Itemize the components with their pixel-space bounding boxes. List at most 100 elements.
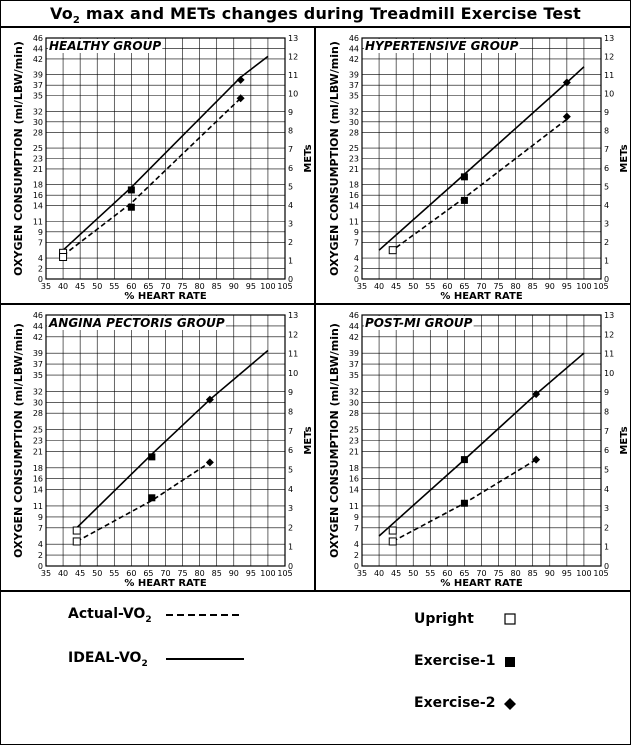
y-tick-label: 0 [354, 562, 359, 571]
y2-tick-label: 8 [604, 127, 609, 136]
y-tick-label: 2 [354, 265, 359, 274]
x-tick-label: 100 [260, 282, 275, 291]
y-tick-label: 37 [349, 360, 359, 369]
y2-tick-label: 9 [288, 108, 293, 117]
y-tick-label: 18 [33, 181, 43, 190]
y2-tick-label: 4 [288, 485, 293, 494]
figure-title: Vo2 max and METs changes during Treadmil… [0, 4, 631, 26]
y2-tick-label: 10 [604, 90, 614, 99]
x-axis-label: % HEART RATE [440, 578, 522, 589]
y-tick-label: 44 [349, 322, 359, 331]
plot-area-border [361, 314, 602, 567]
y-tick-label: 42 [33, 55, 43, 64]
x-tick-label: 80 [195, 282, 205, 291]
x-tick-label: 65 [459, 569, 469, 578]
panel-title: POST-MI GROUP [365, 316, 473, 330]
y-tick-label: 39 [33, 349, 43, 358]
x-tick-label: 75 [493, 282, 503, 291]
y2-tick-label: 13 [288, 311, 298, 320]
legend-upright-marker [504, 613, 516, 625]
x-tick-label: 70 [476, 282, 486, 291]
exercise1-marker [460, 196, 468, 204]
x-tick-label: 40 [58, 569, 68, 578]
x-tick-label: 100 [260, 569, 275, 578]
series-line-ideal-vo2 [378, 352, 585, 537]
y-tick-label: 32 [349, 387, 359, 396]
y-tick-label: 30 [33, 398, 43, 407]
x-tick-label: 90 [229, 282, 239, 291]
x-axis-label: % HEART RATE [124, 578, 206, 589]
x-tick-label: 50 [408, 569, 418, 578]
y2-tick-label: 10 [288, 369, 298, 378]
y-tick-label: 11 [349, 502, 359, 511]
y-tick-label: 2 [354, 551, 359, 560]
y-tick-label: 25 [349, 144, 359, 153]
y-tick-label: 7 [354, 238, 359, 247]
y2-tick-label: 2 [288, 523, 293, 532]
x-tick-label: 40 [374, 569, 384, 578]
x-tick-label: 85 [212, 282, 222, 291]
y2-tick-label: 3 [288, 219, 293, 228]
y-tick-label: 23 [349, 155, 359, 164]
exercise2-marker [236, 94, 245, 103]
x-tick-label: 55 [109, 282, 119, 291]
y-tick-label: 37 [33, 360, 43, 369]
exercise1-marker [148, 453, 156, 461]
y2-tick-label: 10 [604, 369, 614, 378]
x-tick-label: 45 [75, 569, 85, 578]
y-tick-label: 30 [349, 118, 359, 127]
exercise1-marker [460, 456, 468, 464]
y-tick-label: 46 [349, 34, 359, 43]
y2-tick-label: 11 [604, 71, 614, 80]
y2-axis-label: METs [303, 144, 314, 172]
x-tick-label: 85 [212, 569, 222, 578]
legend-exercise2-label: Exercise-2 [414, 695, 496, 711]
exercise1-marker [127, 203, 135, 211]
y-tick-label: 7 [354, 524, 359, 533]
plot-area-border [45, 314, 286, 567]
y-tick-label: 16 [349, 191, 359, 200]
x-tick-label: 60 [126, 569, 136, 578]
y-tick-label: 16 [33, 475, 43, 484]
y-tick-label: 14 [349, 486, 359, 495]
legend-exercise1-marker [505, 657, 515, 667]
y-tick-label: 7 [38, 524, 43, 533]
y2-tick-label: 5 [288, 465, 293, 474]
x-tick-label: 55 [425, 282, 435, 291]
y-tick-label: 14 [33, 202, 43, 211]
x-tick-label: 45 [391, 282, 401, 291]
y-tick-label: 23 [33, 155, 43, 164]
y-tick-label: 0 [38, 562, 43, 571]
y-tick-label: 32 [33, 387, 43, 396]
x-tick-label: 85 [528, 282, 538, 291]
y2-tick-label: 5 [604, 182, 609, 191]
panel-title-background [47, 316, 226, 330]
y-tick-label: 0 [354, 275, 359, 284]
legend-actual-label: Actual-VO2 [68, 606, 152, 625]
series-line-ideal-vo2 [378, 66, 585, 251]
y-tick-label: 44 [349, 44, 359, 53]
y-tick-label: 35 [349, 371, 359, 380]
y2-tick-label: 7 [288, 145, 293, 154]
x-tick-label: 80 [511, 569, 521, 578]
y-tick-label: 37 [33, 81, 43, 90]
y2-tick-label: 12 [288, 53, 298, 62]
series-line-actual-vo2 [62, 97, 242, 257]
title-subscript: 2 [72, 15, 81, 27]
y-tick-label: 25 [349, 426, 359, 435]
x-tick-label: 60 [442, 569, 452, 578]
x-tick-label: 95 [562, 569, 572, 578]
y-tick-label: 9 [354, 228, 359, 237]
y-axis-label: OXYGEN CONSUMPTION (ml/LBW/min) [12, 323, 25, 558]
y2-tick-label: 8 [288, 127, 293, 136]
y-tick-label: 9 [354, 513, 359, 522]
series-line-actual-vo2 [76, 461, 211, 543]
y-tick-label: 4 [38, 540, 43, 549]
x-tick-label: 90 [229, 569, 239, 578]
exercise2-marker [236, 75, 245, 84]
y2-tick-label: 2 [288, 238, 293, 247]
y2-tick-label: 1 [604, 543, 609, 552]
y-tick-label: 35 [33, 371, 43, 380]
x-tick-label: 90 [545, 569, 555, 578]
